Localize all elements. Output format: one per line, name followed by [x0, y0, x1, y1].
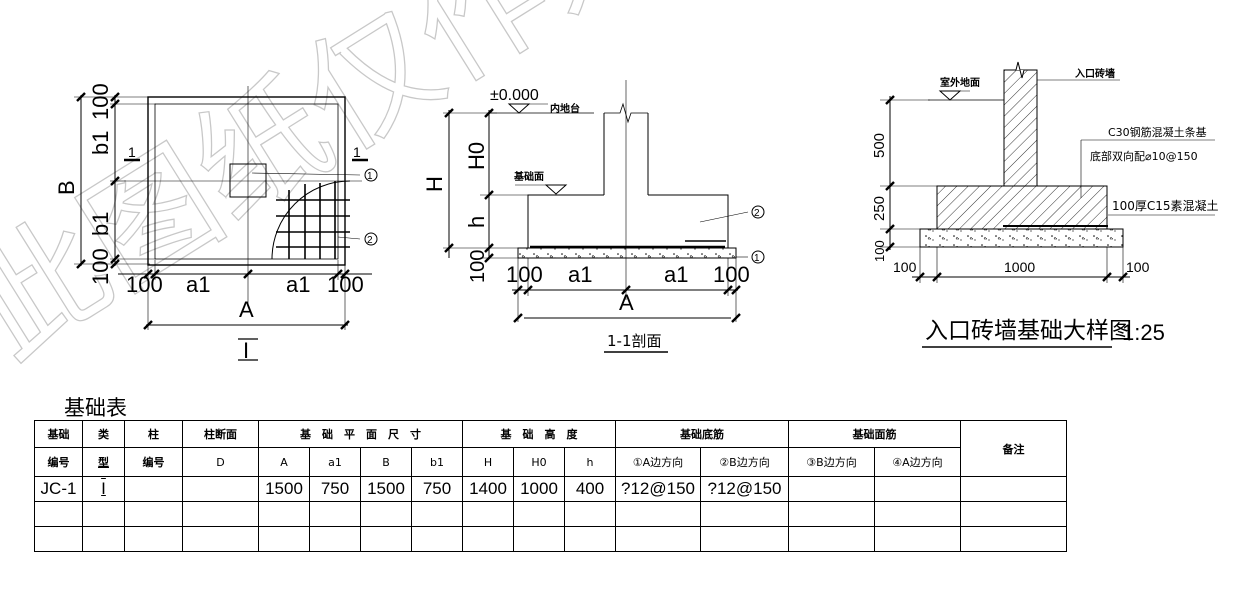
plan-dim-a1-right: a1: [286, 272, 310, 297]
cell-type: I: [82, 476, 125, 502]
cell-h: 400: [564, 476, 616, 502]
th-H: H: [462, 447, 514, 477]
cell-H: 1400: [462, 476, 514, 502]
th-colsec: 柱断面: [182, 420, 259, 448]
th-remark: 备注: [960, 420, 1067, 477]
section-marker-1: 1: [754, 253, 760, 264]
cell-rebar-3: [788, 476, 875, 502]
rebar-grid: [271, 180, 351, 260]
th-top-rebar: 基础面筋: [788, 420, 961, 448]
plan-marker-2: 2: [367, 235, 373, 246]
plan-marker-1: 1: [367, 171, 373, 182]
th-rebar-3: ③B边方向: [788, 447, 875, 477]
detail-cushion-label: 100厚C15素混凝土: [1112, 198, 1219, 213]
section-dim-100-left: 100: [506, 262, 543, 287]
detail-dim-1000: 1000: [1004, 259, 1035, 275]
section-dim-H: H: [422, 176, 447, 192]
watermark-text: 此图纸仅作为: [0, 0, 688, 386]
section-dim-100: 100: [467, 250, 489, 283]
cell-colsec: [182, 476, 259, 502]
table-header-row-1: 基础 类 柱 柱断面 基 础 平 面 尺 寸 基 础 高 度 基础底筋 基础面筋…: [34, 420, 1067, 477]
wall-detail: [880, 61, 1215, 283]
section-dim-A: A: [619, 290, 634, 315]
cell-id: JC-1: [34, 476, 83, 502]
plan-dim-b1-bottom: b1: [88, 212, 113, 236]
cell-col: [124, 476, 183, 502]
section-dim-h: h: [464, 216, 489, 228]
th-rebar-1: ①A边方向: [615, 447, 701, 477]
table-title: 基础表: [64, 396, 127, 420]
cell-remark: [960, 476, 1067, 502]
section-elevation: ±0.000: [490, 87, 539, 104]
detail-outdoor-label: 室外地面: [940, 76, 980, 89]
section-base-label: 基础面: [513, 170, 544, 183]
section-marker-2: 2: [754, 208, 760, 219]
cell-rebar-1: ?12@150: [615, 476, 701, 502]
table-header-row-2: 编号 型 编号 D A a1 B b1 H H0 h ①A边方向 ②B边方向 ③…: [34, 447, 1067, 477]
th-h: h: [564, 447, 616, 477]
section-dim-100-right: 100: [713, 262, 750, 287]
detail-scale: 1:25: [1122, 320, 1165, 345]
detail-ticks: [885, 95, 1128, 282]
detail-dim-250: 250: [871, 196, 888, 221]
cell-a1: 750: [309, 476, 361, 502]
plan-dim-100-right: 100: [327, 272, 364, 297]
section-ticks: [444, 108, 741, 323]
cell-B: 1500: [360, 476, 412, 502]
th-id-2: 编号: [34, 447, 83, 477]
th-id-1: 基础: [34, 420, 83, 448]
th-a1: a1: [309, 447, 361, 477]
section-dim-H0: H0: [464, 142, 489, 170]
cell-b1: 750: [411, 476, 463, 502]
detail-dim-100-v: 100: [872, 240, 887, 262]
th-bottom-rebar: 基础底筋: [615, 420, 789, 448]
cell-H0: 1000: [513, 476, 565, 502]
th-rebar-4: ④A边方向: [874, 447, 961, 477]
plan-dim-100-left: 100: [126, 272, 163, 297]
detail-wall-label: 入口砖墙: [1075, 67, 1115, 80]
section-ground-label: 内地台: [550, 102, 580, 115]
cell-A: 1500: [258, 476, 310, 502]
foundation-table: 基础 类 柱 柱断面 基 础 平 面 尺 寸 基 础 高 度 基础底筋 基础面筋…: [34, 420, 1067, 552]
plan-dim-b1-top: b1: [88, 131, 113, 155]
detail-title: 入口砖墙基础大样图: [925, 318, 1132, 344]
detail-rebar-label: 底部双向配⌀10@150: [1090, 149, 1198, 163]
th-b1: b1: [411, 447, 463, 477]
th-col-2: 编号: [124, 447, 183, 477]
plan-dim-top: 100: [88, 83, 113, 120]
th-rebar-2: ②B边方向: [700, 447, 789, 477]
th-col-1: 柱: [124, 420, 183, 448]
cell-rebar-4: [874, 476, 961, 502]
plan-section-left: 1: [128, 144, 136, 160]
plan-section-right: 1: [353, 144, 361, 160]
section-view: [443, 80, 765, 322]
plan-dim-bottom: 100: [88, 248, 113, 285]
th-A: A: [258, 447, 310, 477]
detail-concrete-label: C30钢筋混凝土条基: [1108, 125, 1207, 139]
th-height: 基 础 高 度: [462, 420, 616, 448]
table-row: JC-1 I 1500 750 1500 750 1400 1000 400 ?…: [34, 476, 1067, 502]
th-plan-size: 基 础 平 面 尺 寸: [258, 420, 463, 448]
detail-dim-100-right: 100: [1126, 259, 1150, 275]
th-type-1: 类: [82, 420, 125, 448]
th-type-2: 型: [82, 447, 125, 477]
table-row: [34, 526, 1067, 552]
plan-dim-B: B: [54, 180, 79, 195]
cell-rebar-2: ?12@150: [700, 476, 789, 502]
th-B: B: [360, 447, 412, 477]
th-colsec-D: D: [182, 447, 259, 477]
th-H0: H0: [513, 447, 565, 477]
plan-dim-A: A: [239, 297, 254, 322]
plan-ticks: [76, 92, 350, 330]
table-row: [34, 501, 1067, 527]
section-title: 1-1剖面: [607, 332, 662, 350]
detail-dim-100-left: 100: [893, 259, 917, 275]
section-dim-a1-left: a1: [568, 262, 592, 287]
section-dim-a1-right: a1: [664, 262, 688, 287]
detail-dim-500: 500: [871, 133, 888, 158]
plan-type-label: I: [243, 338, 249, 363]
plan-dim-a1-left: a1: [186, 272, 210, 297]
